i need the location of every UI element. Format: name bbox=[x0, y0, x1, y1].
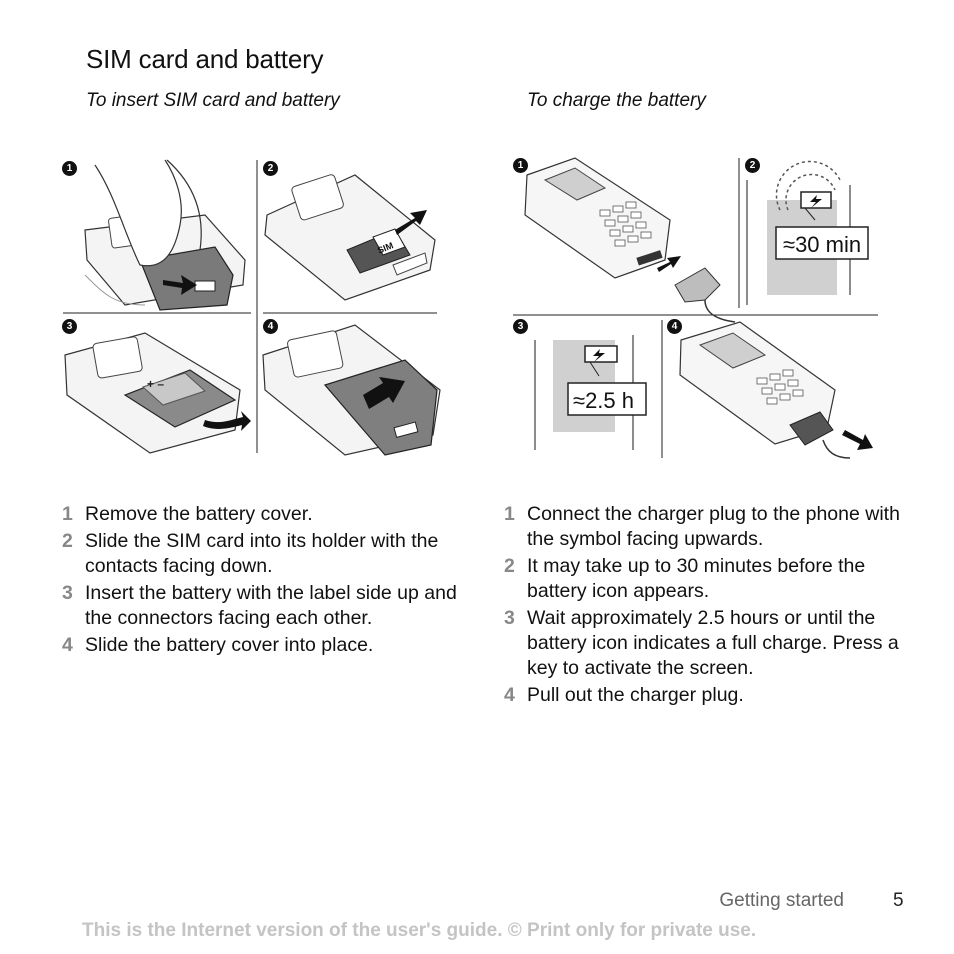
battery-insert-drawing: + – bbox=[64, 332, 251, 454]
step-badge-1: 1 bbox=[62, 161, 77, 176]
list-item: 3 Insert the battery with the label side … bbox=[62, 581, 472, 631]
svg-text:+ –: + – bbox=[147, 377, 164, 391]
charge-steps-list: 1 Connect the charger plug to the phone w… bbox=[504, 502, 914, 710]
step-number: 3 bbox=[504, 607, 515, 629]
list-item: 1 Connect the charger plug to the phone w… bbox=[504, 502, 914, 552]
phone-unplug-drawing bbox=[679, 321, 873, 459]
battery-appear-drawing: ≈30 min bbox=[746, 160, 869, 305]
page-number: 5 bbox=[893, 890, 904, 911]
page-title: SIM card and battery bbox=[86, 44, 324, 74]
step-text: Remove the battery cover. bbox=[85, 503, 313, 525]
step-number: 1 bbox=[62, 503, 73, 525]
step-text: It may take up to 30 minutes before the … bbox=[527, 555, 866, 602]
list-item: 4 Pull out the charger plug. bbox=[504, 683, 914, 708]
step-number: 2 bbox=[62, 530, 73, 552]
step-badge-2: 2 bbox=[263, 161, 278, 176]
list-item: 4 Slide the battery cover into place. bbox=[62, 633, 472, 658]
list-item: 1 Remove the battery cover. bbox=[62, 502, 472, 527]
charge-step-badge-3: 3 bbox=[513, 319, 528, 334]
step-badge-3: 3 bbox=[62, 319, 77, 334]
subheading-charge: To charge the battery bbox=[527, 90, 706, 111]
insert-steps-list: 1 Remove the battery cover. 2 Slide the SI… bbox=[62, 502, 472, 660]
list-item: 3 Wait approximately 2.5 hours or until t… bbox=[504, 606, 914, 681]
step-number: 3 bbox=[62, 582, 73, 604]
step-number: 2 bbox=[504, 555, 515, 577]
step-text: Connect the charger plug to the phone wi… bbox=[527, 503, 900, 550]
step-number: 1 bbox=[504, 503, 515, 525]
footer-section-name: Getting started bbox=[719, 890, 844, 911]
step-text: Slide the battery cover into place. bbox=[85, 634, 374, 656]
sim-insert-drawing: SIM bbox=[264, 174, 436, 301]
list-item: 2 It may take up to 30 minutes before the… bbox=[504, 554, 914, 604]
charge-step-badge-4: 4 bbox=[667, 319, 682, 334]
internet-version-notice: This is the Internet version of the user… bbox=[82, 920, 757, 941]
step-text: Slide the SIM card into its holder with … bbox=[85, 530, 439, 577]
charge-step-badge-2: 2 bbox=[745, 158, 760, 173]
list-item: 2 Slide the SIM card into its holder with… bbox=[62, 529, 472, 579]
callout-hours: ≈2.5 h bbox=[573, 388, 634, 413]
callout-minutes: ≈30 min bbox=[783, 232, 861, 257]
cover-slide-drawing bbox=[262, 324, 441, 456]
charging-illustration: ≈30 min ≈2.5 h bbox=[513, 157, 878, 459]
sim-battery-illustration: SIM + – bbox=[63, 159, 441, 456]
charge-step-badge-1: 1 bbox=[513, 158, 528, 173]
step-text: Pull out the charger plug. bbox=[527, 684, 744, 706]
remove-cover-drawing bbox=[84, 159, 246, 311]
step-badge-4: 4 bbox=[263, 319, 278, 334]
step-text: Insert the battery with the label side u… bbox=[85, 582, 457, 629]
battery-full-drawing: ≈2.5 h bbox=[534, 335, 647, 450]
subheading-insert: To insert SIM card and battery bbox=[86, 90, 340, 111]
phone-charging-drawing bbox=[524, 157, 736, 323]
step-number: 4 bbox=[504, 684, 515, 706]
step-number: 4 bbox=[62, 634, 73, 656]
step-text: Wait approximately 2.5 hours or until th… bbox=[527, 607, 899, 679]
